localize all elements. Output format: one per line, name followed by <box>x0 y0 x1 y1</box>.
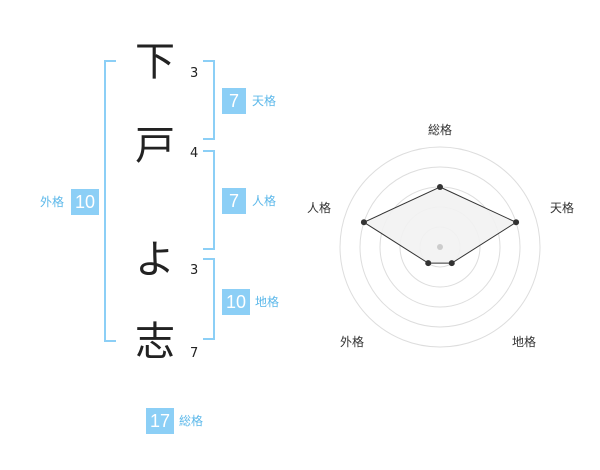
radar-value-polygon <box>362 186 518 264</box>
radar-center-dot <box>437 244 443 250</box>
stroke-count-3: 3 <box>190 263 199 278</box>
jinkaku-label: 人格 <box>252 194 277 208</box>
radar-point-3 <box>448 260 455 267</box>
radar-axis-label-tenkaku: 天格 <box>549 201 574 215</box>
chikaku-badge: 10 <box>222 289 250 315</box>
gaikaku-bracket <box>104 60 116 342</box>
chikaku-label: 地格 <box>255 295 280 309</box>
radar-axis-label-chikaku: 地格 <box>511 335 536 349</box>
name-char-3: よ <box>135 237 175 283</box>
gaikaku-label: 外格 <box>40 195 65 209</box>
chikaku-bracket <box>203 258 215 340</box>
stroke-count-1: 3 <box>190 66 199 81</box>
radar-point-4 <box>425 260 432 267</box>
radar-ring <box>359 166 521 328</box>
radar-axis-label-jinkaku: 人格 <box>306 201 331 215</box>
gaikaku-badge: 10 <box>71 189 99 215</box>
stroke-count-4: 7 <box>190 346 199 361</box>
tenkaku-label: 天格 <box>252 94 277 108</box>
stroke-count-2: 4 <box>190 146 199 161</box>
radar-ring <box>339 146 541 348</box>
radar-point-2 <box>513 219 520 226</box>
tenkaku-badge: 7 <box>222 88 246 114</box>
jinkaku-badge: 7 <box>222 188 246 214</box>
name-char-2: 戸 <box>135 123 175 169</box>
name-char-1: 下 <box>135 39 175 85</box>
radar-point-5 <box>360 219 367 226</box>
jinkaku-bracket <box>203 150 215 250</box>
radar-axis-label-soukaku: 総格 <box>427 123 452 137</box>
tenkaku-bracket <box>203 60 215 140</box>
soukaku-label: 総格 <box>179 414 204 428</box>
name-char-4: 志 <box>135 319 175 365</box>
radar-point-1 <box>437 184 443 190</box>
radar-axis-label-gaikaku: 外格 <box>339 335 364 349</box>
soukaku-badge: 17 <box>146 408 174 434</box>
